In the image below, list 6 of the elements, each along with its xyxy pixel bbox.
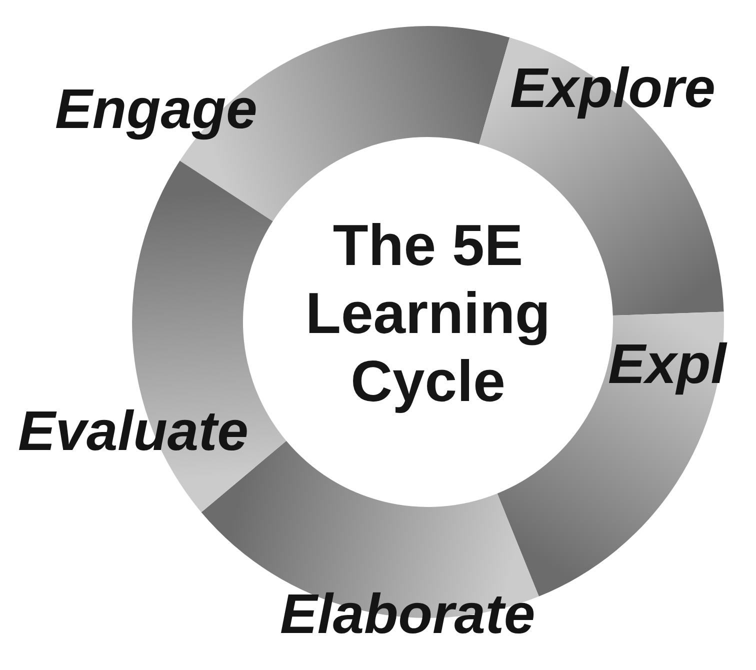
segment-label: Evaluate xyxy=(18,399,248,462)
segment-label: Engage xyxy=(55,77,258,140)
diagram-title: The 5E Learning Cycle xyxy=(304,212,552,416)
segment-label: Expl xyxy=(608,332,726,395)
segment-label: Explore xyxy=(510,56,716,119)
segment-label: Elaborate xyxy=(280,582,536,645)
